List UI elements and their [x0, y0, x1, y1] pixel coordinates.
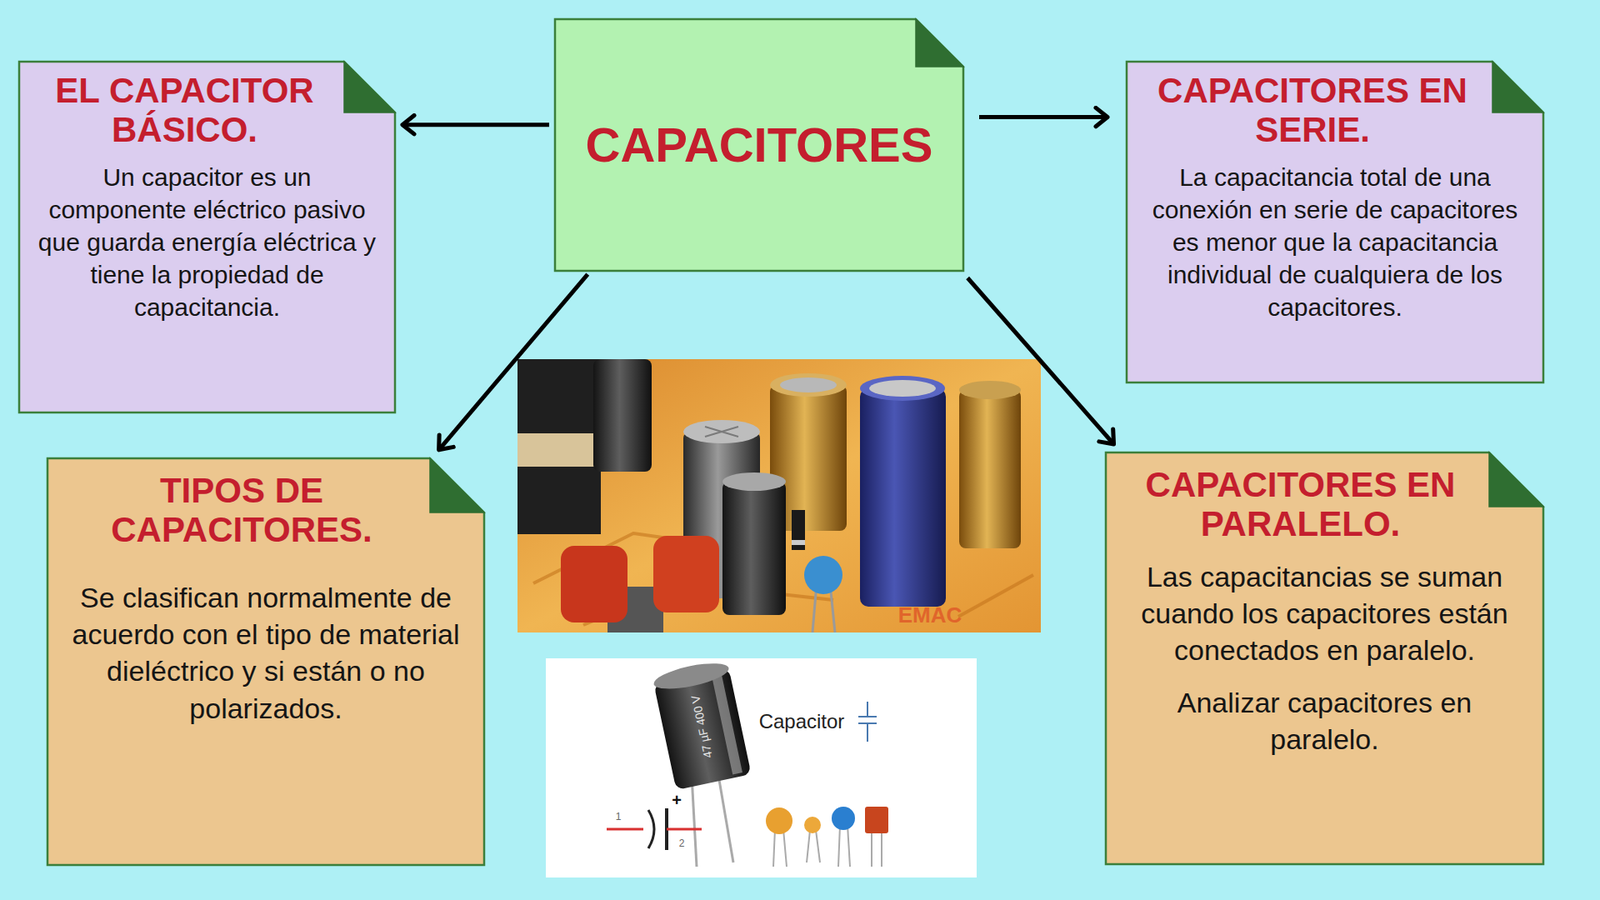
- arrow-connector: [402, 122, 550, 127]
- node-body: Se clasifican normalmente de acuerdo con…: [61, 579, 470, 727]
- picture-ground: [545, 658, 977, 878]
- capacitor-top: [860, 375, 945, 401]
- polarity-sign: +: [671, 791, 682, 809]
- capacitor-symbol: [858, 701, 877, 742]
- ceramic-capacitor: [831, 806, 855, 830]
- lead-wire: [773, 829, 775, 867]
- transformer-band: [517, 433, 601, 467]
- lead-wire: [838, 825, 840, 867]
- ceramic-capacitor: [804, 816, 821, 834]
- note-outline: [1126, 61, 1544, 383]
- lead-wire: [806, 830, 810, 863]
- lead-wire: [691, 775, 697, 867]
- node-heading: CAPACITORES EN SERIE.: [1139, 70, 1531, 150]
- arrow-connector: [967, 278, 1114, 445]
- lead-wire: [870, 831, 873, 867]
- capacitor-top: [959, 380, 1021, 400]
- symbol-line: [866, 701, 869, 717]
- note-box: CAPACITORES EN SERIE. La capacitancia tot…: [1125, 60, 1545, 384]
- part-marking: 47 µF 400 V: [689, 694, 715, 760]
- note-outline: [1105, 452, 1544, 865]
- capacitor-top: [869, 380, 936, 397]
- node-body: Las capacitancias se suman cuando los ca…: [1120, 558, 1530, 670]
- note-outline: [555, 19, 964, 271]
- lead-wire: [815, 830, 820, 863]
- folded-corner: [430, 458, 485, 513]
- film-capacitor: [560, 545, 628, 623]
- capacitor-body: [959, 390, 1021, 549]
- note-outline: [47, 458, 485, 865]
- capacitor-top: [780, 377, 837, 393]
- note-box: EL CAPACITOR BÁSICO. Un capacitor es un c…: [18, 60, 396, 414]
- polarity-stripe: [711, 673, 743, 775]
- film-capacitor: [865, 806, 889, 834]
- node-heading: TIPOS DE CAPACITORES.: [61, 470, 470, 550]
- capacitor-top: [722, 472, 786, 491]
- capacitor-body: [860, 388, 946, 607]
- capacitor-body: [593, 359, 652, 472]
- symbol-line: [866, 723, 869, 742]
- diode: [791, 510, 805, 550]
- arrow-connector: [979, 115, 1108, 120]
- node-body: Un capacitor es un componente eléctrico …: [31, 160, 383, 324]
- lead-wire: [880, 831, 883, 867]
- capacitor-body: [722, 481, 786, 615]
- electrolytic-capacitor: [651, 658, 752, 790]
- note-outline: [19, 61, 395, 413]
- lead-wire: [718, 775, 734, 863]
- transformer: [517, 359, 601, 535]
- lead-wire: [783, 829, 787, 867]
- lead-wire: [847, 825, 850, 867]
- symbol-lead: [606, 828, 644, 831]
- part-name: Capacitor: [759, 711, 845, 732]
- capacitor-picture: [545, 658, 977, 878]
- diode-band: [791, 540, 805, 545]
- node-body: Analizar capacitores en paralelo.: [1120, 684, 1530, 758]
- folded-corner: [1489, 452, 1544, 507]
- topic-title: CAPACITORES: [585, 118, 934, 172]
- topic-box: CAPACITORES: [554, 18, 965, 272]
- film-capacitor: [653, 535, 720, 613]
- node-body: La capacitancia total de una conexión en…: [1139, 160, 1531, 324]
- symbol-lead: [666, 828, 702, 831]
- ceramic-capacitor: [804, 555, 843, 595]
- capacitor-top: [770, 373, 847, 397]
- folded-corner: [915, 19, 964, 67]
- pcb-board: [517, 359, 1041, 633]
- folded-corner: [1492, 61, 1544, 113]
- pin-number: 2: [679, 838, 685, 849]
- vent-mark: [705, 426, 739, 437]
- circuit-photo: [517, 359, 1041, 633]
- capacitor-top: [651, 658, 731, 695]
- capacitor-top: [683, 420, 760, 444]
- node-heading: CAPACITORES EN PARALELO.: [1120, 465, 1530, 544]
- note-box: CAPACITORES EN PARALELO. Las capacitancia…: [1105, 451, 1545, 865]
- arrow-connector: [439, 274, 589, 450]
- pin-number: 1: [615, 811, 622, 822]
- ceramic-capacitor: [765, 807, 793, 835]
- node-heading: EL CAPACITOR BÁSICO.: [31, 70, 383, 150]
- note-box: TIPOS DE CAPACITORES. Se clasifican norma…: [46, 457, 485, 866]
- watermark: EMAC: [898, 604, 963, 626]
- curved-plate: [648, 810, 655, 849]
- symbol-plate: [858, 715, 877, 718]
- folded-corner: [344, 61, 395, 113]
